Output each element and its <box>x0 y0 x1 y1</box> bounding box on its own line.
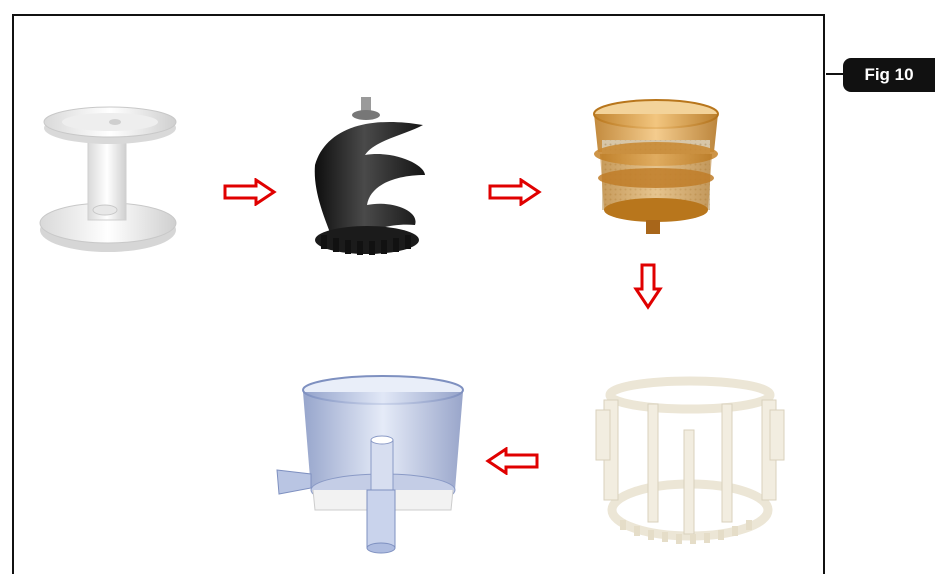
juicer-base-stand-image <box>30 100 180 260</box>
arrow-right-2 <box>487 178 542 206</box>
strainer-basket-image <box>588 92 728 247</box>
arrow-left <box>485 447 540 475</box>
arrow-down <box>633 262 663 310</box>
rotating-brush-holder-image <box>590 370 790 550</box>
arrow-right-1 <box>222 178 277 206</box>
juicing-bowl-image <box>275 370 475 555</box>
auger-screw-image <box>295 95 445 265</box>
figure-label: Fig 10 <box>843 58 935 92</box>
